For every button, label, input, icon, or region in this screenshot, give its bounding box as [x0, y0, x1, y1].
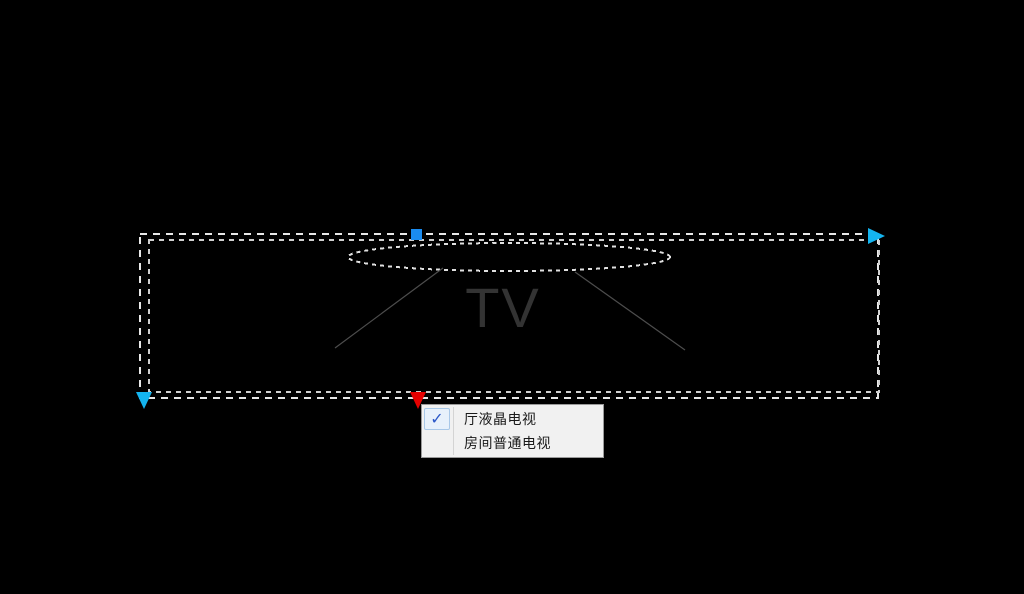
menu-item-1[interactable]: 房间普通电视 [422, 431, 603, 455]
grip-arrow-right[interactable] [868, 228, 885, 244]
diagonal-line-left [334, 267, 444, 349]
tv-text-label: TV [465, 276, 541, 339]
menu-item-1-check-cell [424, 432, 450, 454]
menu-item-1-label: 房间普通电视 [464, 436, 551, 452]
grip-square-top[interactable] [411, 229, 422, 240]
selection-outer-rect [139, 233, 879, 399]
check-icon: ✓ [430, 409, 444, 428]
tv-ellipse [347, 242, 671, 272]
menu-divider [453, 431, 454, 455]
menu-item-0[interactable]: ✓ 厅液晶电视 [422, 407, 603, 431]
menu-divider [453, 407, 454, 431]
selection-inner-rect [148, 239, 880, 393]
grip-arrow-down-left[interactable] [136, 392, 152, 409]
menu-item-0-check-cell: ✓ [424, 408, 450, 430]
tv-type-dropdown-menu[interactable]: ✓ 厅液晶电视 房间普通电视 [421, 404, 604, 458]
menu-item-0-label: 厅液晶电视 [464, 412, 537, 428]
diagonal-line-right [574, 271, 686, 351]
